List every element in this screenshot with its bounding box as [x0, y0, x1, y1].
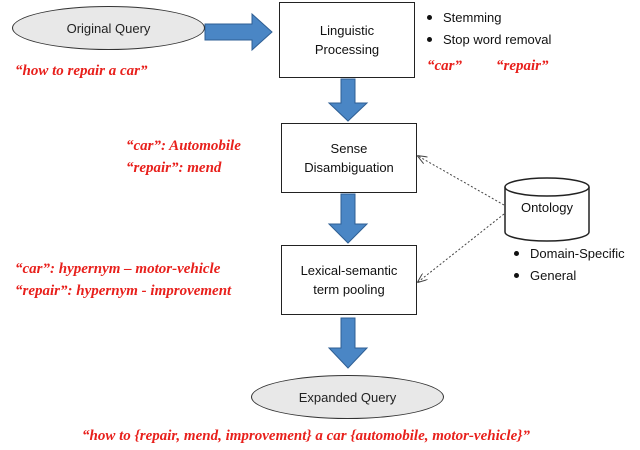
sense-disambiguation-node: Sense Disambiguation — [281, 123, 417, 193]
sense-disambiguation-line-1: Sense — [330, 140, 368, 156]
expanded-query-label: Expanded Query — [298, 389, 397, 405]
expanded-query-node: Expanded Query — [251, 375, 444, 419]
ontology-types-list: Domain-Specific General — [514, 243, 625, 287]
original-query-node: Original Query — [12, 6, 205, 50]
connector-ontology-to-lexical — [418, 213, 505, 282]
annotation-expanded-example: “how to {repair, mend, improvement} a ca… — [82, 428, 530, 444]
sense-disambiguation-line-2: Disambiguation — [304, 160, 394, 175]
list-item: Stop word removal — [427, 29, 551, 51]
annotation-stem-repair: “repair” — [496, 58, 549, 74]
processing-steps-list: Stemming Stop word removal — [427, 7, 551, 51]
annotation-sense-car: “car”: Automobile — [126, 138, 241, 154]
lexical-semantic-line-1: Lexical-semantic — [300, 262, 398, 278]
list-item: Stemming — [427, 7, 551, 29]
ontology-type-general: General — [530, 268, 577, 283]
connector-ontology-to-sense — [418, 156, 505, 206]
linguistic-processing-node: Linguistic Processing — [279, 2, 415, 78]
annotation-hyper-car: “car”: hypernym – motor-vehicle — [15, 261, 221, 277]
linguistic-processing-line-2: Processing — [314, 42, 380, 57]
arrow-lexical-to-expanded — [327, 317, 369, 369]
arrow-sense-to-lexical — [327, 193, 369, 244]
annotation-hyper-repair: “repair”: hypernym - improvement — [15, 283, 232, 299]
list-item: General — [514, 265, 625, 287]
arrow-query-to-linguistic — [204, 12, 273, 52]
original-query-label: Original Query — [66, 20, 151, 36]
arrow-linguistic-to-sense — [327, 78, 369, 122]
list-item: Domain-Specific — [514, 243, 625, 265]
ontology-cylinder — [504, 177, 590, 242]
lexical-semantic-node: Lexical-semantic term pooling — [281, 245, 417, 315]
annotation-sense-repair: “repair”: mend — [126, 160, 222, 176]
linguistic-processing-line-1: Linguistic — [319, 22, 375, 38]
annotation-original-example: “how to repair a car” — [15, 63, 148, 79]
annotation-stem-car: “car” — [427, 58, 462, 74]
step-stemming: Stemming — [443, 10, 502, 25]
step-stopword: Stop word removal — [443, 32, 552, 47]
lexical-semantic-line-2: term pooling — [313, 282, 385, 297]
ontology-label: Ontology — [520, 200, 574, 215]
ontology-type-domain: Domain-Specific — [530, 246, 625, 261]
